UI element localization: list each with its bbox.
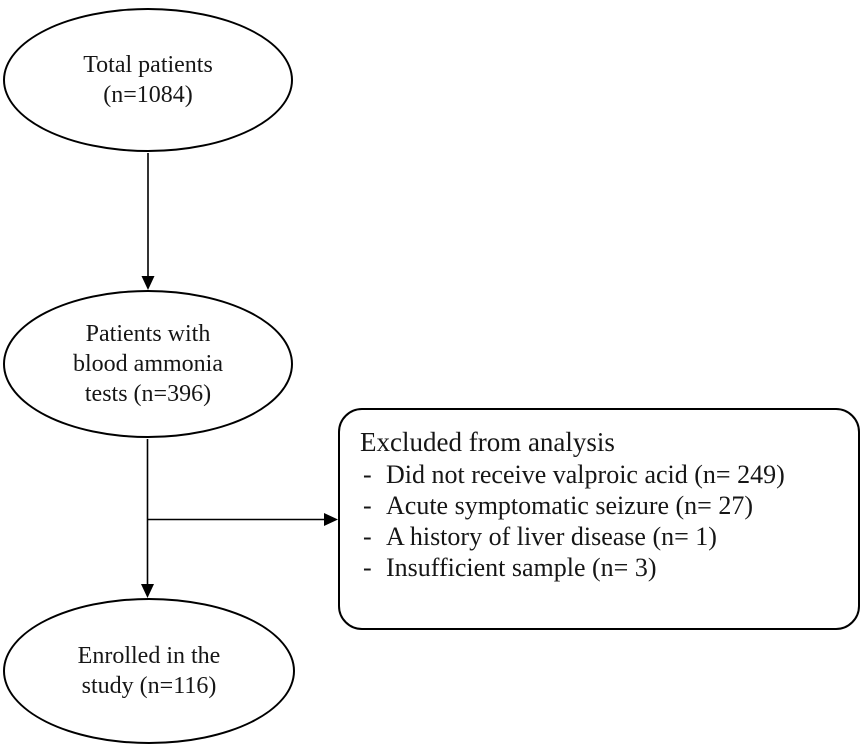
node-total-patients-label: Total patients (n=1084) [83,52,213,108]
arrow-total-to-ammonia [141,153,155,290]
node-blood-ammonia-tests: Patients with blood ammonia tests (n=396… [3,290,293,438]
exclusion-item-text: Insufficient sample (n= 3) [386,553,657,582]
arrow-ammonia-to-enrolled [141,439,154,598]
bullet-dash: - [363,491,372,520]
exclusion-item: - Insufficient sample (n= 3) [360,552,844,583]
arrow-to-exclusion-box [148,513,338,526]
exclusion-box: Excluded from analysis - Did not receive… [338,408,860,630]
exclusion-item: - A history of liver disease (n= 1) [360,521,844,552]
bullet-dash: - [363,460,372,489]
node-enrolled-in-study-label: Enrolled in the study (n=116) [77,643,221,699]
node-enrolled-in-study: Enrolled in the study (n=116) [3,598,295,744]
exclusion-item-text: A history of liver disease (n= 1) [386,522,717,551]
node-blood-ammonia-tests-label: Patients with blood ammonia tests (n=396… [73,321,223,407]
node-total-patients: Total patients (n=1084) [3,8,293,152]
exclusion-box-title: Excluded from analysis [360,427,615,457]
bullet-dash: - [363,553,372,582]
exclusion-item-text: Acute symptomatic seizure (n= 27) [386,491,753,520]
exclusion-item: - Did not receive valproic acid (n= 249) [360,459,844,490]
exclusion-item: - Acute symptomatic seizure (n= 27) [360,490,844,521]
bullet-dash: - [363,522,372,551]
exclusion-item-text: Did not receive valproic acid (n= 249) [386,460,785,489]
